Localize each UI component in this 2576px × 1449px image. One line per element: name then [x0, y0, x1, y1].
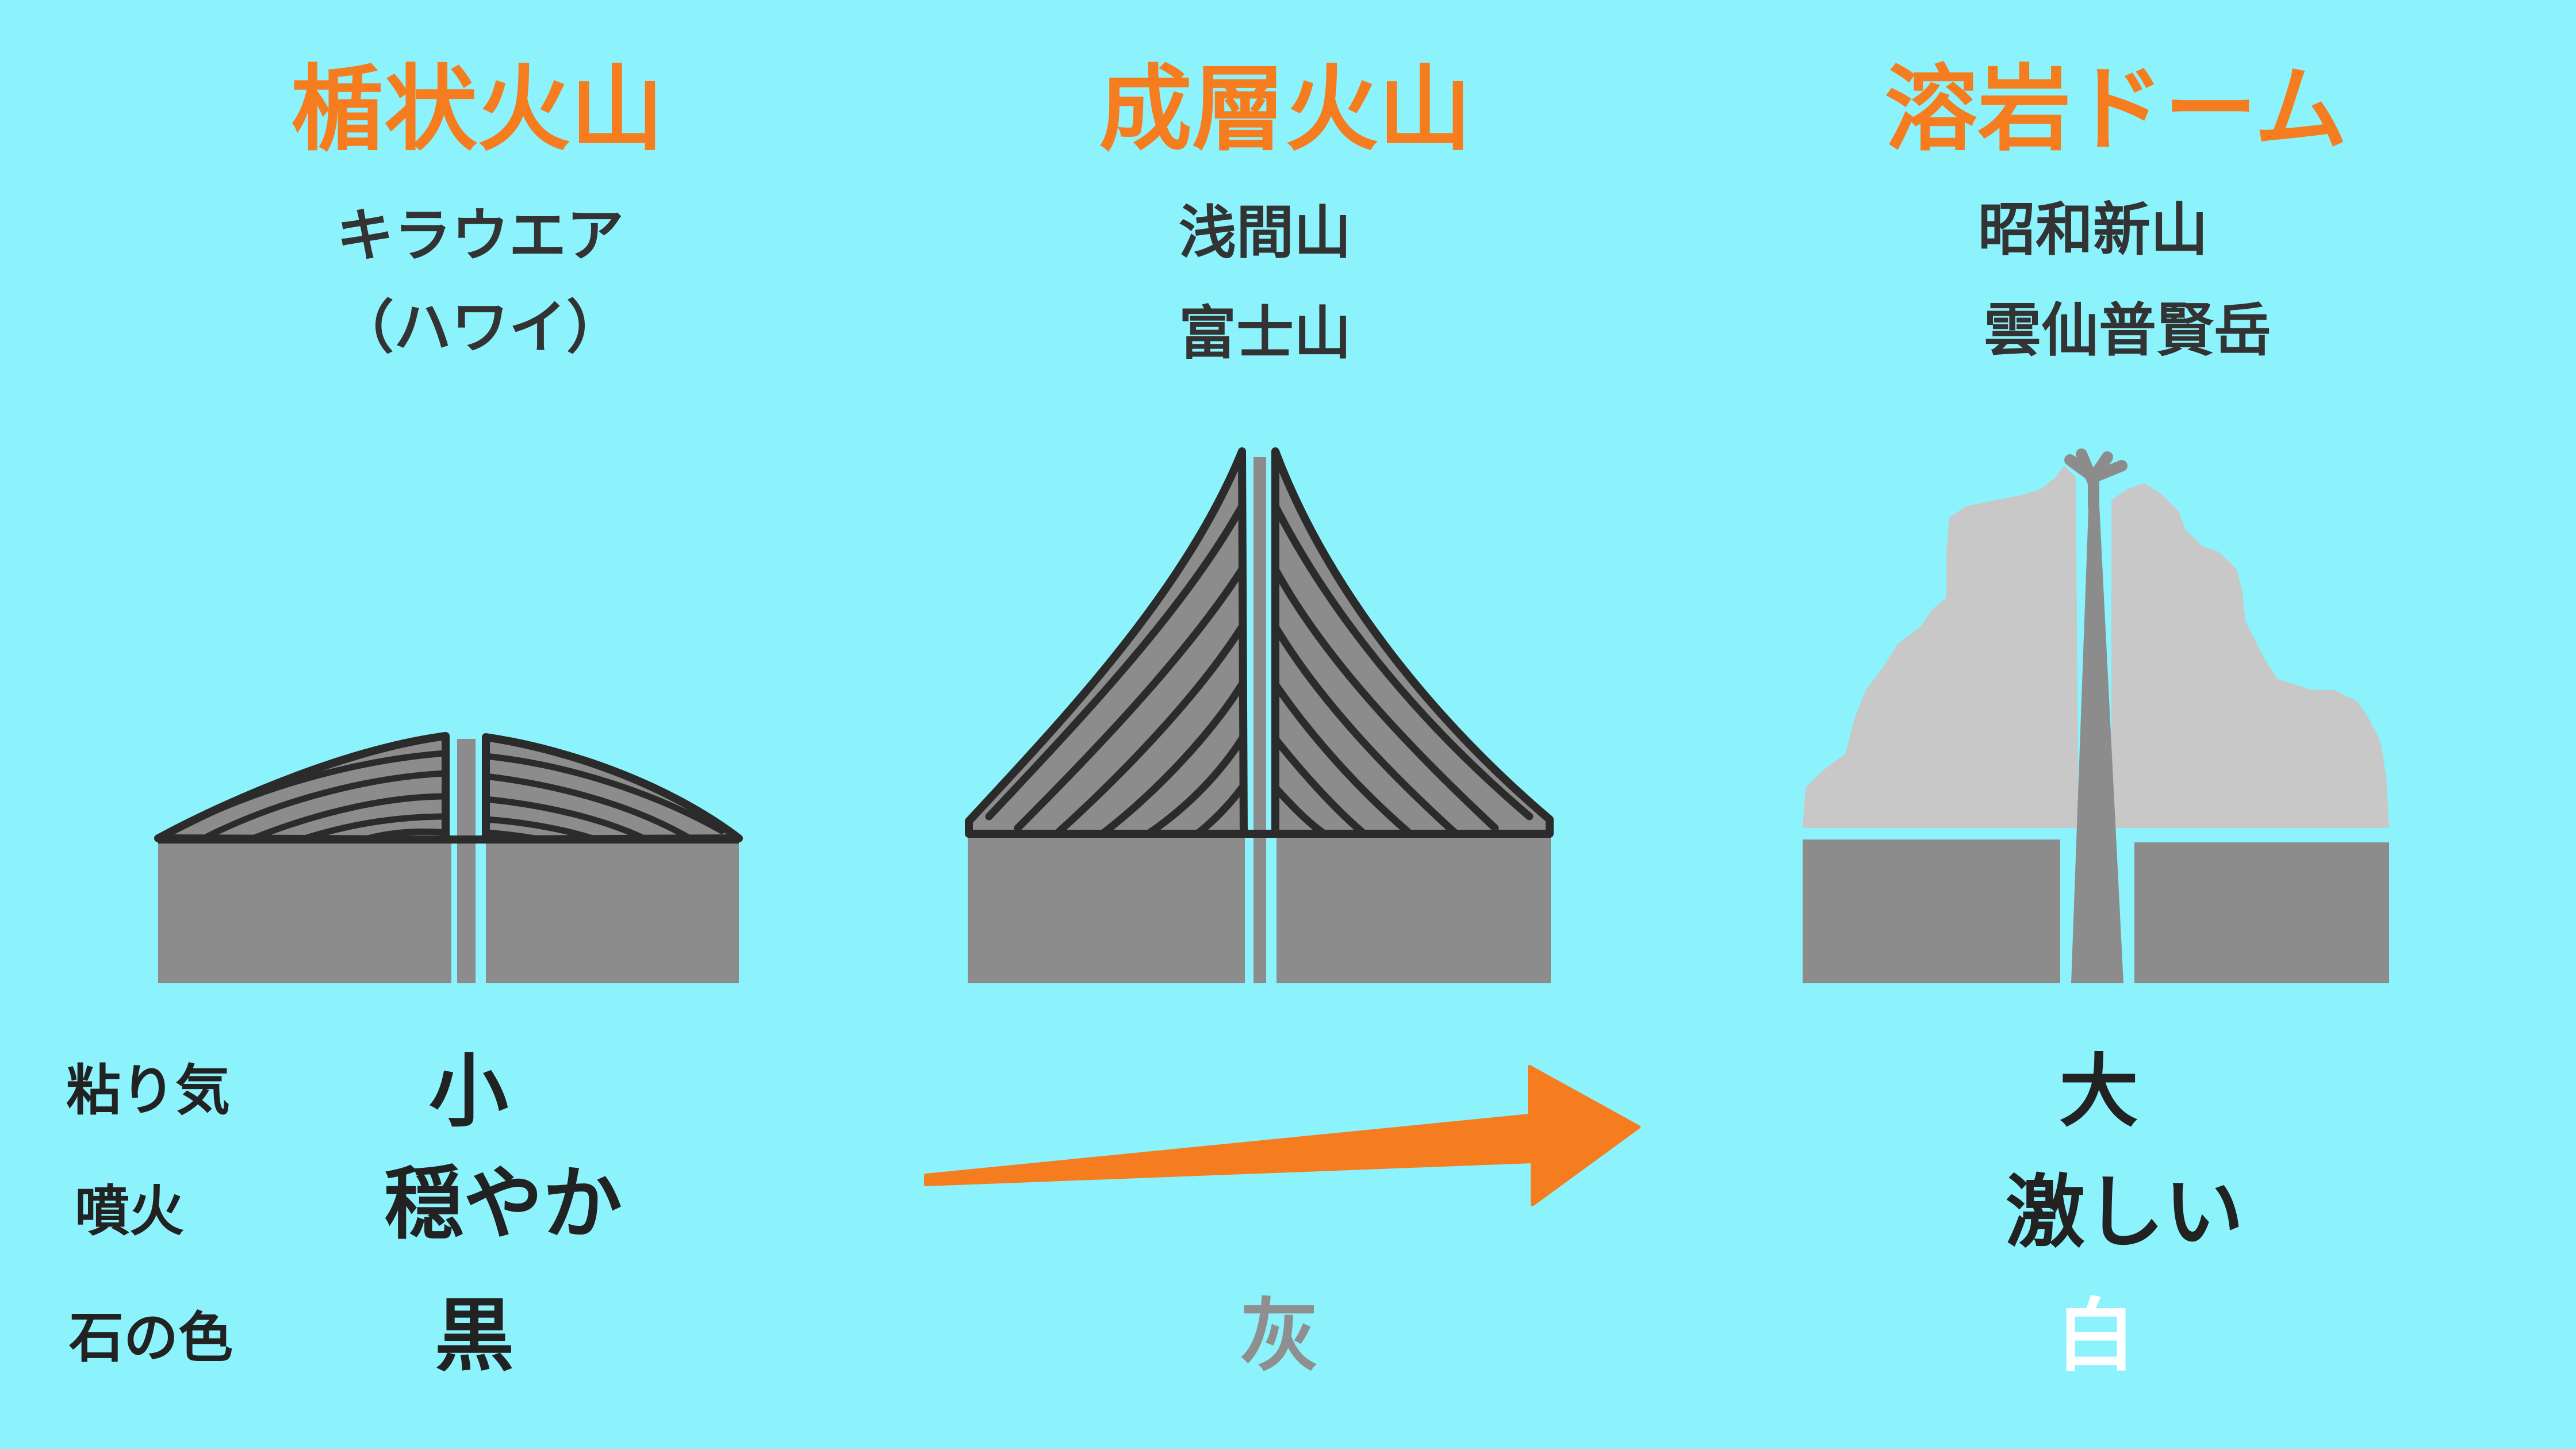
dome-magma-conduit — [2071, 494, 2123, 983]
shield-ground-left — [158, 839, 451, 983]
shield-cone-right — [482, 733, 743, 844]
dome-ground-left — [1803, 839, 2060, 983]
dome-left — [1803, 466, 2079, 828]
label-stone-color: 石の色 — [69, 1306, 233, 1370]
shield-volcano-diagram — [154, 732, 743, 983]
lava-dome-title: 溶岩ドーム — [1884, 56, 2348, 164]
lava-dome-example-2: 雲仙普賢岳 — [1984, 297, 2271, 364]
middle-color-value: 灰 — [1239, 1290, 1319, 1382]
stratovolcano-title: 成層火山 — [1099, 56, 1471, 164]
left-color-value: 黒 — [434, 1290, 514, 1382]
shield-ground-right — [486, 839, 739, 983]
strato-vent — [1254, 457, 1266, 983]
shield-volcano-title: 楯状火山 — [291, 56, 664, 164]
shield-vent — [457, 739, 476, 983]
shield-volcano-example-1: キラウエア — [336, 202, 624, 269]
shield-volcano-example-2: （ハワイ） — [336, 294, 624, 361]
strato-cone-left — [965, 447, 1248, 838]
right-color-value: 白 — [2056, 1290, 2136, 1382]
lava-dome-example-1: 昭和新山 — [1978, 196, 2208, 263]
label-eruption: 噴火 — [75, 1180, 185, 1243]
dome-ground-right — [2134, 842, 2389, 983]
stratovolcano-example-1: 浅間山 — [1179, 199, 1351, 266]
strato-ground-right — [1276, 834, 1551, 983]
strato-cone-right — [1271, 447, 1554, 838]
dome-right — [2111, 483, 2389, 828]
arrow-right-icon — [924, 1065, 1640, 1206]
lava-dome-diagram — [1803, 448, 2389, 983]
right-viscosity-value: 大 — [2058, 1045, 2138, 1138]
left-eruption-value: 穏やか — [384, 1157, 622, 1250]
stratovolcano-diagram — [965, 447, 1554, 983]
dome-conduit-branches — [2064, 448, 2128, 512]
stratovolcano-example-2: 富士山 — [1179, 300, 1351, 367]
right-eruption-value: 激しい — [2005, 1166, 2244, 1259]
label-viscosity: 粘り気 — [66, 1059, 231, 1122]
left-viscosity-value: 小 — [428, 1045, 508, 1138]
strato-ground-left — [968, 834, 1245, 983]
